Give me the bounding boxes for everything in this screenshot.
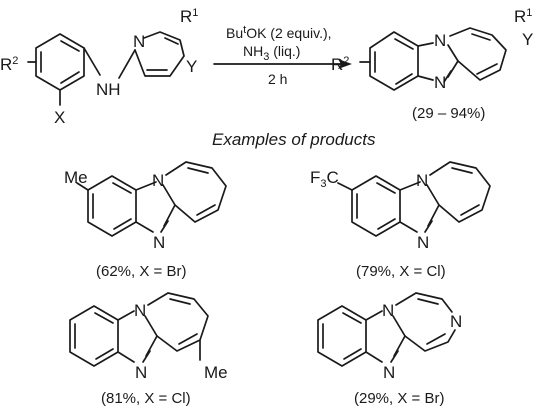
example-4-n-bottom: N xyxy=(383,363,395,382)
example-4-n-top: N xyxy=(382,301,394,320)
product-structure: R2 N N R1 Y (29 – 94%) xyxy=(331,7,533,122)
reactant-n-label: N xyxy=(133,32,145,51)
product-y-label: Y xyxy=(522,30,533,49)
product-r1-label: R1 xyxy=(514,7,532,26)
reactant-r2-label: R2 xyxy=(0,55,18,74)
example-1-substituent: Me xyxy=(64,168,88,187)
reactant-r1-label: R1 xyxy=(180,7,198,26)
product-n-top-label: N xyxy=(434,31,446,50)
reaction-arrow xyxy=(213,59,352,69)
product-n-bottom-label: N xyxy=(434,73,446,92)
condition-base: ButOK (2 equiv.), xyxy=(226,24,332,41)
reactant-structure: R2 X NH N Y R1 xyxy=(0,7,198,127)
example-3-yield: (81%, X = Cl) xyxy=(101,390,191,407)
example-3-n-bottom: N xyxy=(135,363,147,382)
examples-heading: Examples of products xyxy=(212,130,376,149)
product-yield-range: (29 – 94%) xyxy=(412,105,485,122)
example-4-n-ring: N xyxy=(450,312,462,331)
example-2-yield: (79%, X = Cl) xyxy=(356,263,446,280)
product-r2-label: R2 xyxy=(331,55,349,74)
example-2-structure: F3C N N (79%, X = Cl) xyxy=(310,161,491,280)
example-1-yield: (62%, X = Br) xyxy=(96,263,186,280)
reactant-nh-label: NH xyxy=(96,80,121,99)
example-4-yield: (29%, X = Br) xyxy=(354,390,444,407)
condition-solvent: NH3 (liq.) xyxy=(243,43,300,63)
example-4-structure: N N N (29%, X = Br) xyxy=(317,292,462,407)
reactant-x-label: X xyxy=(54,108,65,127)
reactant-pyridine-ring xyxy=(118,31,185,79)
example-3-n-top: N xyxy=(134,301,146,320)
example-1-structure: Me N N (62%, X = Br) xyxy=(64,161,227,280)
reactant-y-label: Y xyxy=(186,57,197,76)
example-2-substituent: F3C xyxy=(310,168,339,190)
example-3-structure: N N Me (81%, X = Cl) xyxy=(69,292,228,407)
reactant-benzene-ring xyxy=(27,33,101,106)
example-2-n-bottom: N xyxy=(417,233,429,252)
example-2-n-top: N xyxy=(416,171,428,190)
example-1-n-bottom: N xyxy=(153,233,165,252)
example-1-n-top: N xyxy=(152,171,164,190)
example-3-substituent: Me xyxy=(204,363,228,382)
condition-time: 2 h xyxy=(268,71,287,87)
